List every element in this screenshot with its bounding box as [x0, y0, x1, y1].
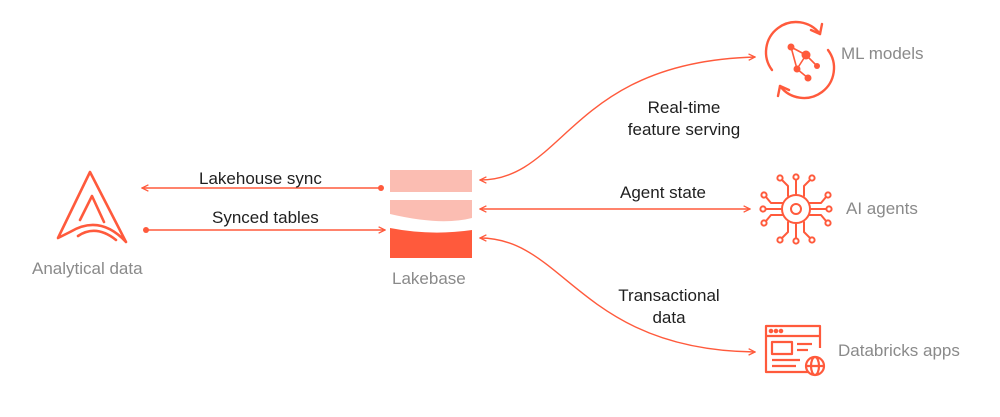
databricks-apps-label: Databricks apps — [838, 341, 960, 360]
ai-agents-label: AI agents — [846, 199, 918, 218]
lakebase-label: Lakebase — [392, 269, 466, 288]
synced-tables-label: Synced tables — [212, 208, 319, 227]
transactional-data-label-line2: data — [652, 308, 686, 327]
transactional-data-label: Transactional data — [604, 285, 734, 329]
feature-serving-label-line1: Real-time — [647, 98, 721, 117]
feature-serving-label-line2: feature serving — [627, 120, 741, 139]
ml-models-label: ML models — [841, 44, 924, 63]
lakebase-database-icon — [390, 170, 472, 258]
feature-serving-label: Real-time feature serving — [624, 97, 744, 141]
edge-lakehouse-sync — [142, 185, 384, 191]
transactional-data-label-line1: Transactional — [618, 286, 720, 305]
edge-synced-tables — [143, 227, 385, 233]
edge-feature-serving — [480, 57, 755, 180]
analytical-data-label: Analytical data — [32, 259, 143, 278]
ml-models-network-icon — [764, 20, 836, 100]
analytical-data-icon — [56, 170, 128, 244]
agent-state-label: Agent state — [620, 183, 707, 202]
ai-agents-circuit-icon — [759, 173, 833, 245]
edge-transactional-data — [480, 238, 755, 352]
databricks-apps-browser-icon — [764, 324, 826, 377]
lakehouse-sync-label: Lakehouse sync — [199, 169, 322, 188]
